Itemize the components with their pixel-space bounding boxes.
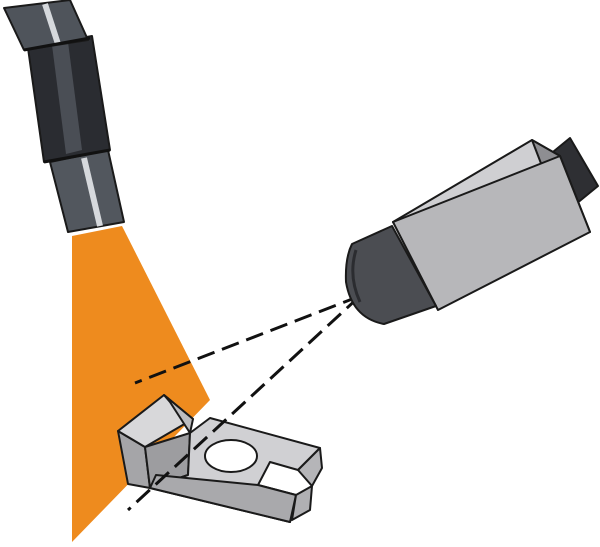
camera [344, 137, 599, 325]
sightline-lower [126, 294, 362, 512]
illuminator [3, 0, 125, 233]
light-beam [72, 226, 210, 542]
workpiece [117, 394, 323, 523]
mounting-hole [204, 439, 258, 473]
sightline-upper [134, 294, 361, 385]
camera-lens [344, 225, 437, 325]
camera-sightlines [126, 294, 362, 512]
